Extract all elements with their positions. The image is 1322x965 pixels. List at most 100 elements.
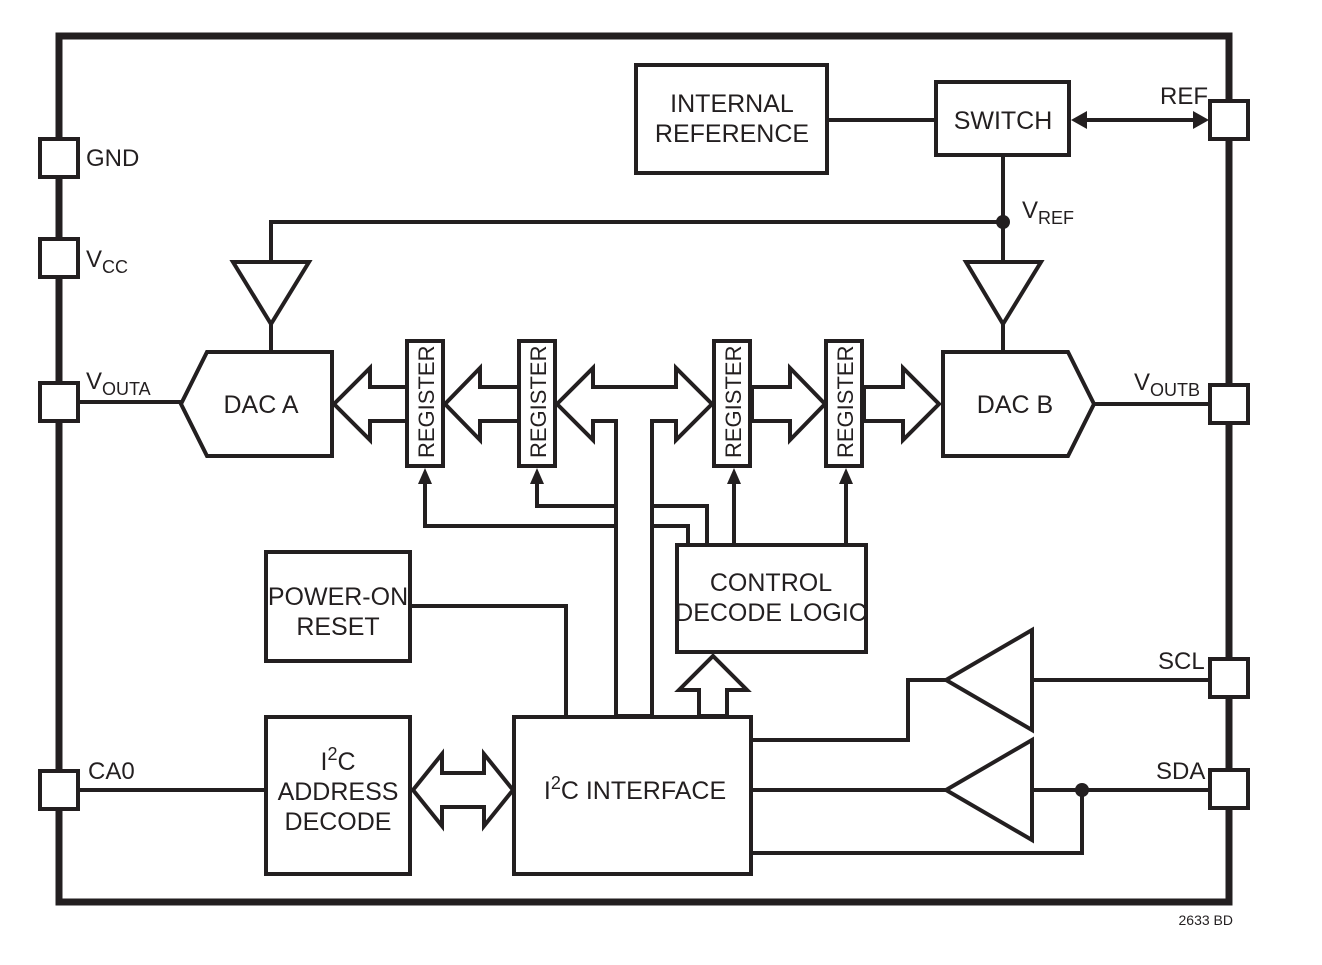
pin-voutb-label-sub: OUTB — [1150, 380, 1200, 400]
control-decode-line2: DECODE LOGIC — [675, 599, 867, 627]
control-decode-logic-box — [675, 543, 868, 654]
arrowhead-right — [1193, 111, 1209, 129]
pin-ca0-label: CA0 — [88, 758, 135, 785]
vref-label-main: V — [1022, 197, 1038, 224]
pin-gnd-pad — [38, 137, 80, 179]
i2c-if-sup: 2 — [551, 773, 561, 793]
bus-arrow-i2c-to-control — [674, 653, 752, 718]
i2c-if-tail: C INTERFACE — [561, 777, 726, 805]
pin-vouta-label-sub: OUTA — [102, 379, 151, 399]
i2c-addr-c: C — [337, 748, 355, 776]
pin-vcc-pad — [38, 237, 80, 279]
i2c-if-i: I — [544, 777, 551, 805]
pin-vouta-pad — [38, 381, 80, 423]
pin-ref-label: REF — [1160, 83, 1208, 110]
arrowhead-left — [1071, 111, 1087, 129]
bus-arrow-reg4-to-dac-b — [862, 363, 942, 445]
wire-por-to-i2c — [410, 604, 568, 716]
internal-reference-block: INTERNAL REFERENCE — [634, 63, 829, 175]
pin-vouta: VOUTA — [38, 368, 151, 423]
pin-vouta-label-main: V — [86, 368, 102, 395]
pin-gnd: GND — [38, 137, 139, 179]
dac-a-block: DAC A — [178, 350, 334, 458]
scl-input-buffer-icon — [942, 626, 1034, 734]
i2c-addr-i: I — [320, 748, 327, 776]
pin-voutb-pad — [1208, 383, 1250, 425]
i2c-address-decode-line2: ADDRESS — [278, 778, 399, 806]
register-1: REGISTER — [405, 339, 445, 468]
dac-a-label: DAC A — [223, 391, 298, 419]
register-1-label: REGISTER — [414, 346, 439, 458]
wire-scl-to-i2c — [751, 678, 946, 742]
power-on-reset-box — [264, 550, 412, 663]
sda-junction-dot — [1075, 783, 1089, 797]
power-on-reset-line1: POWER-ON — [268, 583, 408, 611]
ctrl-line-reg2 — [535, 482, 616, 508]
bus-arrow-reg3-to-reg4 — [750, 363, 828, 445]
pin-gnd-label: GND — [86, 145, 139, 172]
i2c-address-decode-block: I2C ADDRESS DECODE — [264, 715, 412, 876]
pin-vcc: VCC — [38, 237, 128, 279]
ctrl-arrow-reg1 — [418, 468, 432, 484]
pin-ref-pad — [1208, 99, 1250, 141]
vref-junction-dot — [996, 215, 1010, 229]
wire-sda-output — [751, 790, 1084, 855]
i2c-address-decode-line1: I2C — [320, 744, 355, 776]
internal-reference-line2: REFERENCE — [655, 120, 809, 148]
pin-ref: REF — [1160, 83, 1250, 141]
control-decode-line1: CONTROL — [710, 569, 832, 597]
register-2-label: REGISTER — [526, 346, 551, 458]
switch-block: SWITCH — [934, 80, 1071, 157]
register-3-label: REGISTER — [721, 346, 746, 458]
register-3: REGISTER — [712, 339, 752, 468]
pin-vcc-label-main: V — [86, 246, 102, 273]
bus-arrow-reg1-to-dac-a — [331, 363, 409, 445]
ctrl-arrow-reg2 — [530, 468, 544, 484]
ctrl-line-reg1 — [423, 482, 616, 528]
switch-label: SWITCH — [954, 107, 1053, 135]
i2c-address-decode-line3: DECODE — [285, 808, 392, 836]
pin-ca0: CA0 — [38, 758, 135, 811]
ctrl-arrow-reg3 — [727, 468, 741, 484]
register-4-label: REGISTER — [833, 346, 858, 458]
pin-voutb: VOUTB — [1134, 369, 1250, 425]
pin-sda-pad — [1208, 768, 1250, 810]
sda-input-buffer-icon — [942, 736, 1034, 844]
bus-arrow-reg2-to-reg1 — [442, 363, 521, 445]
register-2: REGISTER — [517, 339, 557, 468]
pin-voutb-label: VOUTB — [1134, 369, 1200, 400]
i2c-interface-block: I2C INTERFACE — [512, 715, 753, 876]
pin-vouta-label: VOUTA — [86, 368, 151, 399]
pin-ca0-pad — [38, 769, 80, 811]
ctrl-arrow-reg4 — [839, 468, 853, 484]
vref-label: VREF — [1022, 197, 1074, 228]
register-4: REGISTER — [824, 339, 864, 468]
buffer-b-icon — [962, 260, 1045, 328]
pin-voutb-label-main: V — [1134, 369, 1150, 396]
dac-b-block: DAC B — [941, 350, 1097, 458]
dac-a-shape — [178, 350, 334, 458]
internal-reference-line1: INTERNAL — [670, 90, 794, 118]
i2c-interface-label: I2C INTERFACE — [544, 773, 726, 805]
control-decode-logic-block: CONTROL DECODE LOGIC — [675, 543, 868, 654]
internal-reference-box — [634, 63, 829, 175]
register-control-lines — [418, 468, 853, 545]
chip-outline — [55, 32, 1233, 906]
pin-vcc-label-sub: CC — [102, 257, 128, 277]
power-on-reset-line2: RESET — [296, 613, 379, 641]
pin-scl-label: SCL — [1158, 648, 1205, 675]
pin-sda-label: SDA — [1156, 758, 1205, 785]
wire-vref-to-buffer-a — [269, 220, 1003, 262]
bus-arrow-addr-decode-i2c — [410, 748, 516, 832]
dac-b-label: DAC B — [977, 391, 1053, 419]
ctrl-bus-to-control-a — [652, 504, 709, 545]
vref-label-sub: REF — [1038, 208, 1074, 228]
ctrl-bus-to-control-b — [652, 524, 690, 545]
i2c-interface-box — [512, 715, 753, 876]
buffer-a-icon — [229, 260, 313, 328]
power-on-reset-block: POWER-ON RESET — [264, 550, 412, 663]
pin-vcc-label: VCC — [86, 246, 128, 277]
pin-scl-pad — [1208, 657, 1250, 699]
i2c-addr-sup: 2 — [327, 744, 337, 764]
